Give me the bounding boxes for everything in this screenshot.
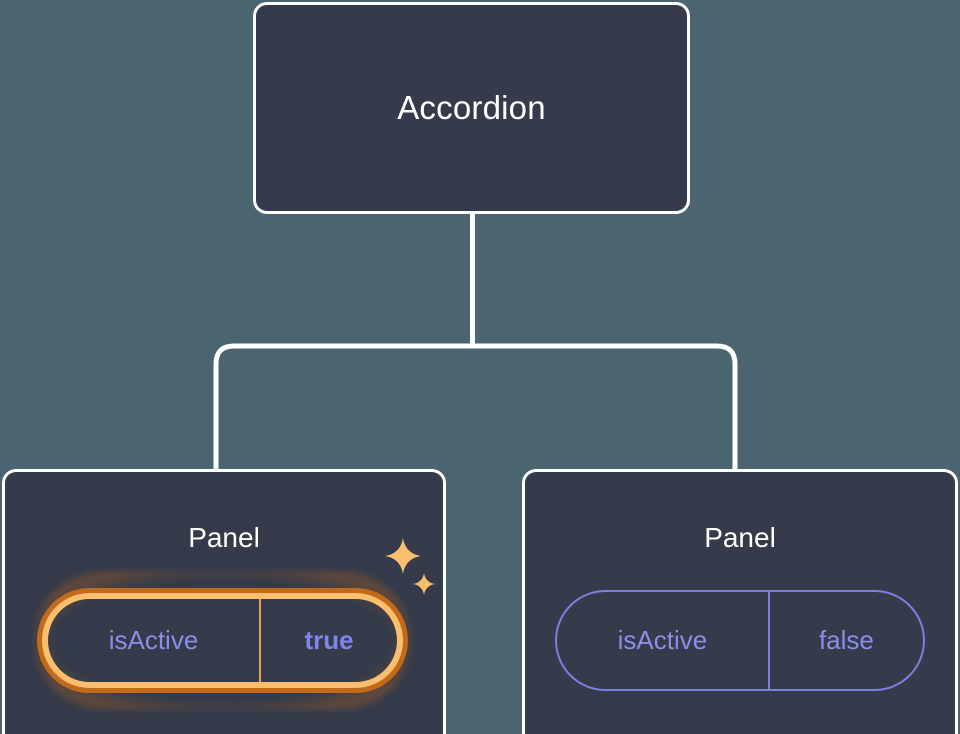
prop-key-active: isActive <box>48 599 261 682</box>
prop-key-inactive: isActive <box>557 592 770 689</box>
node-panel-inactive-label: Panel <box>704 522 776 553</box>
prop-pill-outer-ring <box>37 588 408 693</box>
node-accordion-label: Accordion <box>397 89 546 126</box>
sparkle-large-icon <box>385 538 421 574</box>
node-accordion[interactable]: Accordion <box>253 2 690 214</box>
prop-pill-inner-ring: isActive true <box>42 593 403 688</box>
prop-value-active: true <box>304 625 354 655</box>
prop-pill-active[interactable]: isActive true <box>33 571 412 710</box>
node-panel-active-label: Panel <box>188 522 260 553</box>
prop-pill-inactive[interactable]: isActive false <box>555 590 925 691</box>
prop-value-inactive: false <box>818 625 874 655</box>
sparkle-small-icon <box>413 573 435 595</box>
connector-bus <box>213 343 738 470</box>
